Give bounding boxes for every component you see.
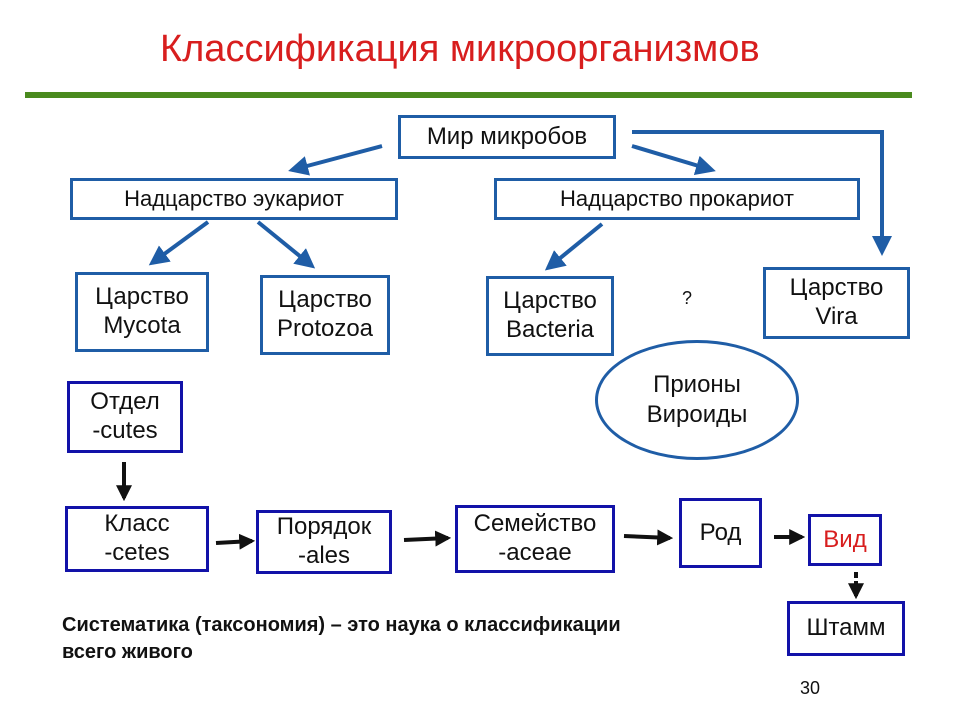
node-prokaryotes-label: Надцарство прокариот bbox=[560, 185, 794, 211]
node-mycota: Царство Mycota bbox=[75, 272, 209, 352]
node-vira-line2: Vira bbox=[815, 303, 858, 330]
node-species: Вид bbox=[808, 514, 882, 566]
node-order-line2: -ales bbox=[297, 542, 351, 569]
node-prokaryotes: Надцарство прокариот bbox=[494, 178, 860, 220]
node-bacteria-line1: Царство bbox=[503, 287, 597, 315]
node-strain-label: Штамм bbox=[806, 614, 886, 642]
node-class: Класс -cetes bbox=[65, 506, 209, 572]
node-protozoa-line2: Protozoa bbox=[276, 315, 374, 342]
node-family: Семейство -aceae bbox=[455, 505, 615, 573]
node-prions-line1: Прионы bbox=[653, 371, 741, 398]
arrow-order-to-family bbox=[403, 530, 452, 547]
arrow-family-to-genus bbox=[623, 529, 674, 546]
node-genus: Род bbox=[679, 498, 762, 568]
node-division-line2: -cutes bbox=[92, 417, 158, 444]
node-world: Мир микробов bbox=[398, 115, 616, 159]
node-class-line2: -cetes bbox=[104, 539, 170, 566]
node-eukaryotes: Надцарство эукариот bbox=[70, 178, 398, 220]
definition-text: Систематика (таксономия) – это наука о к… bbox=[62, 612, 762, 666]
arrow-world-to-vira bbox=[632, 130, 892, 256]
node-bacteria-line2: Bacteria bbox=[505, 316, 595, 343]
node-vira: Царство Vira bbox=[763, 267, 910, 339]
arrow-class-to-order bbox=[215, 533, 256, 550]
arrow-world-to-prokaryotes bbox=[631, 144, 716, 175]
node-vira-line1: Царство bbox=[789, 274, 884, 302]
node-order: Порядок -ales bbox=[256, 510, 392, 574]
node-division: Отдел -cutes bbox=[67, 381, 183, 453]
node-protozoa: Царство Protozoa bbox=[260, 275, 390, 355]
node-mycota-line2: Mycota bbox=[103, 312, 181, 339]
node-strain: Штамм bbox=[787, 601, 905, 656]
page-title: Классификация микроорганизмов bbox=[160, 28, 760, 70]
node-prions-line2: Вироиды bbox=[646, 401, 748, 428]
title-underline bbox=[25, 92, 912, 98]
question-mark: ? bbox=[682, 288, 693, 308]
node-world-label: Мир микробов bbox=[426, 122, 588, 150]
node-class-line1: Класс bbox=[104, 510, 170, 538]
node-prions-viroids: Прионы Вироиды bbox=[595, 340, 799, 460]
node-species-label: Вид bbox=[823, 525, 867, 553]
arrow-eukaryotes-to-mycota bbox=[148, 220, 210, 266]
node-family-line1: Семейство bbox=[473, 510, 597, 538]
node-mycota-line1: Царство bbox=[95, 283, 189, 311]
node-family-line2: -aceae bbox=[498, 539, 572, 566]
node-bacteria: Царство Bacteria bbox=[486, 276, 614, 356]
arrow-world-to-eukaryotes bbox=[288, 144, 383, 176]
arrow-prokaryotes-to-bacteria bbox=[544, 222, 604, 271]
definition-line2: всего живого bbox=[62, 641, 193, 663]
definition-line1: Систематика (таксономия) – это наука о к… bbox=[62, 614, 621, 636]
node-eukaryotes-label: Надцарство эукариот bbox=[124, 185, 344, 211]
arrow-eukaryotes-to-protozoa bbox=[256, 220, 316, 269]
node-genus-label: Род bbox=[699, 518, 742, 546]
page-number: 30 bbox=[800, 678, 821, 698]
node-division-line1: Отдел bbox=[90, 388, 160, 416]
node-order-line1: Порядок bbox=[276, 513, 372, 541]
node-protozoa-line1: Царство bbox=[278, 286, 372, 314]
